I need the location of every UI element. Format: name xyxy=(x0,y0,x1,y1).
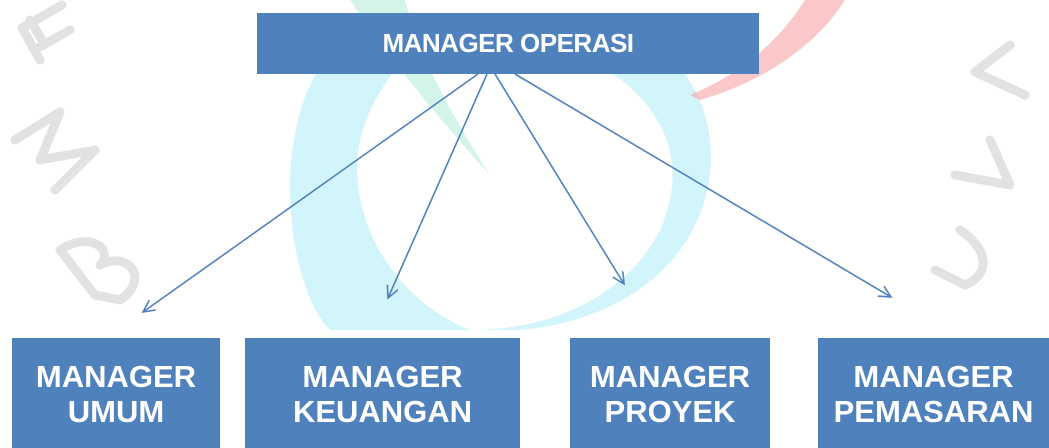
watermark-logo xyxy=(10,0,1030,330)
manager-proyek-box: MANAGER PROYEK xyxy=(570,338,770,448)
manager-operasi-label: MANAGER OPERASI xyxy=(382,27,634,58)
watermark-red-swoosh xyxy=(690,0,845,100)
manager-pemasaran-box: MANAGER PEMASARAN xyxy=(818,338,1049,448)
manager-umum-box: MANAGER UMUM xyxy=(12,338,220,448)
manager-keuangan-box: MANAGER KEUANGAN xyxy=(245,338,520,448)
manager-operasi-box: MANAGER OPERASI xyxy=(257,13,759,74)
manager-pemasaran-line1: MANAGER xyxy=(853,359,1014,395)
arrow-to-pemasaran xyxy=(514,73,891,297)
manager-umum-line1: MANAGER xyxy=(35,359,197,395)
watermark-cyan-arc-right xyxy=(470,40,711,330)
manager-proyek-line2: PROYEK xyxy=(604,394,736,429)
manager-pemasaran-line2: PEMASARAN xyxy=(833,394,1034,429)
arrow-to-keuangan xyxy=(388,73,488,298)
connector-arrows xyxy=(0,73,1049,439)
manager-proyek-line1: MANAGER xyxy=(589,359,751,395)
arrow-to-umum xyxy=(143,73,479,312)
arrow-to-proyek xyxy=(494,73,624,284)
watermark-letters xyxy=(10,0,1030,305)
watermark-cyan-arc xyxy=(289,70,470,330)
manager-keuangan-line2: KEUANGAN xyxy=(292,394,473,429)
manager-umum-line2: UMUM xyxy=(67,394,165,429)
manager-keuangan-line1: MANAGER xyxy=(302,359,463,395)
